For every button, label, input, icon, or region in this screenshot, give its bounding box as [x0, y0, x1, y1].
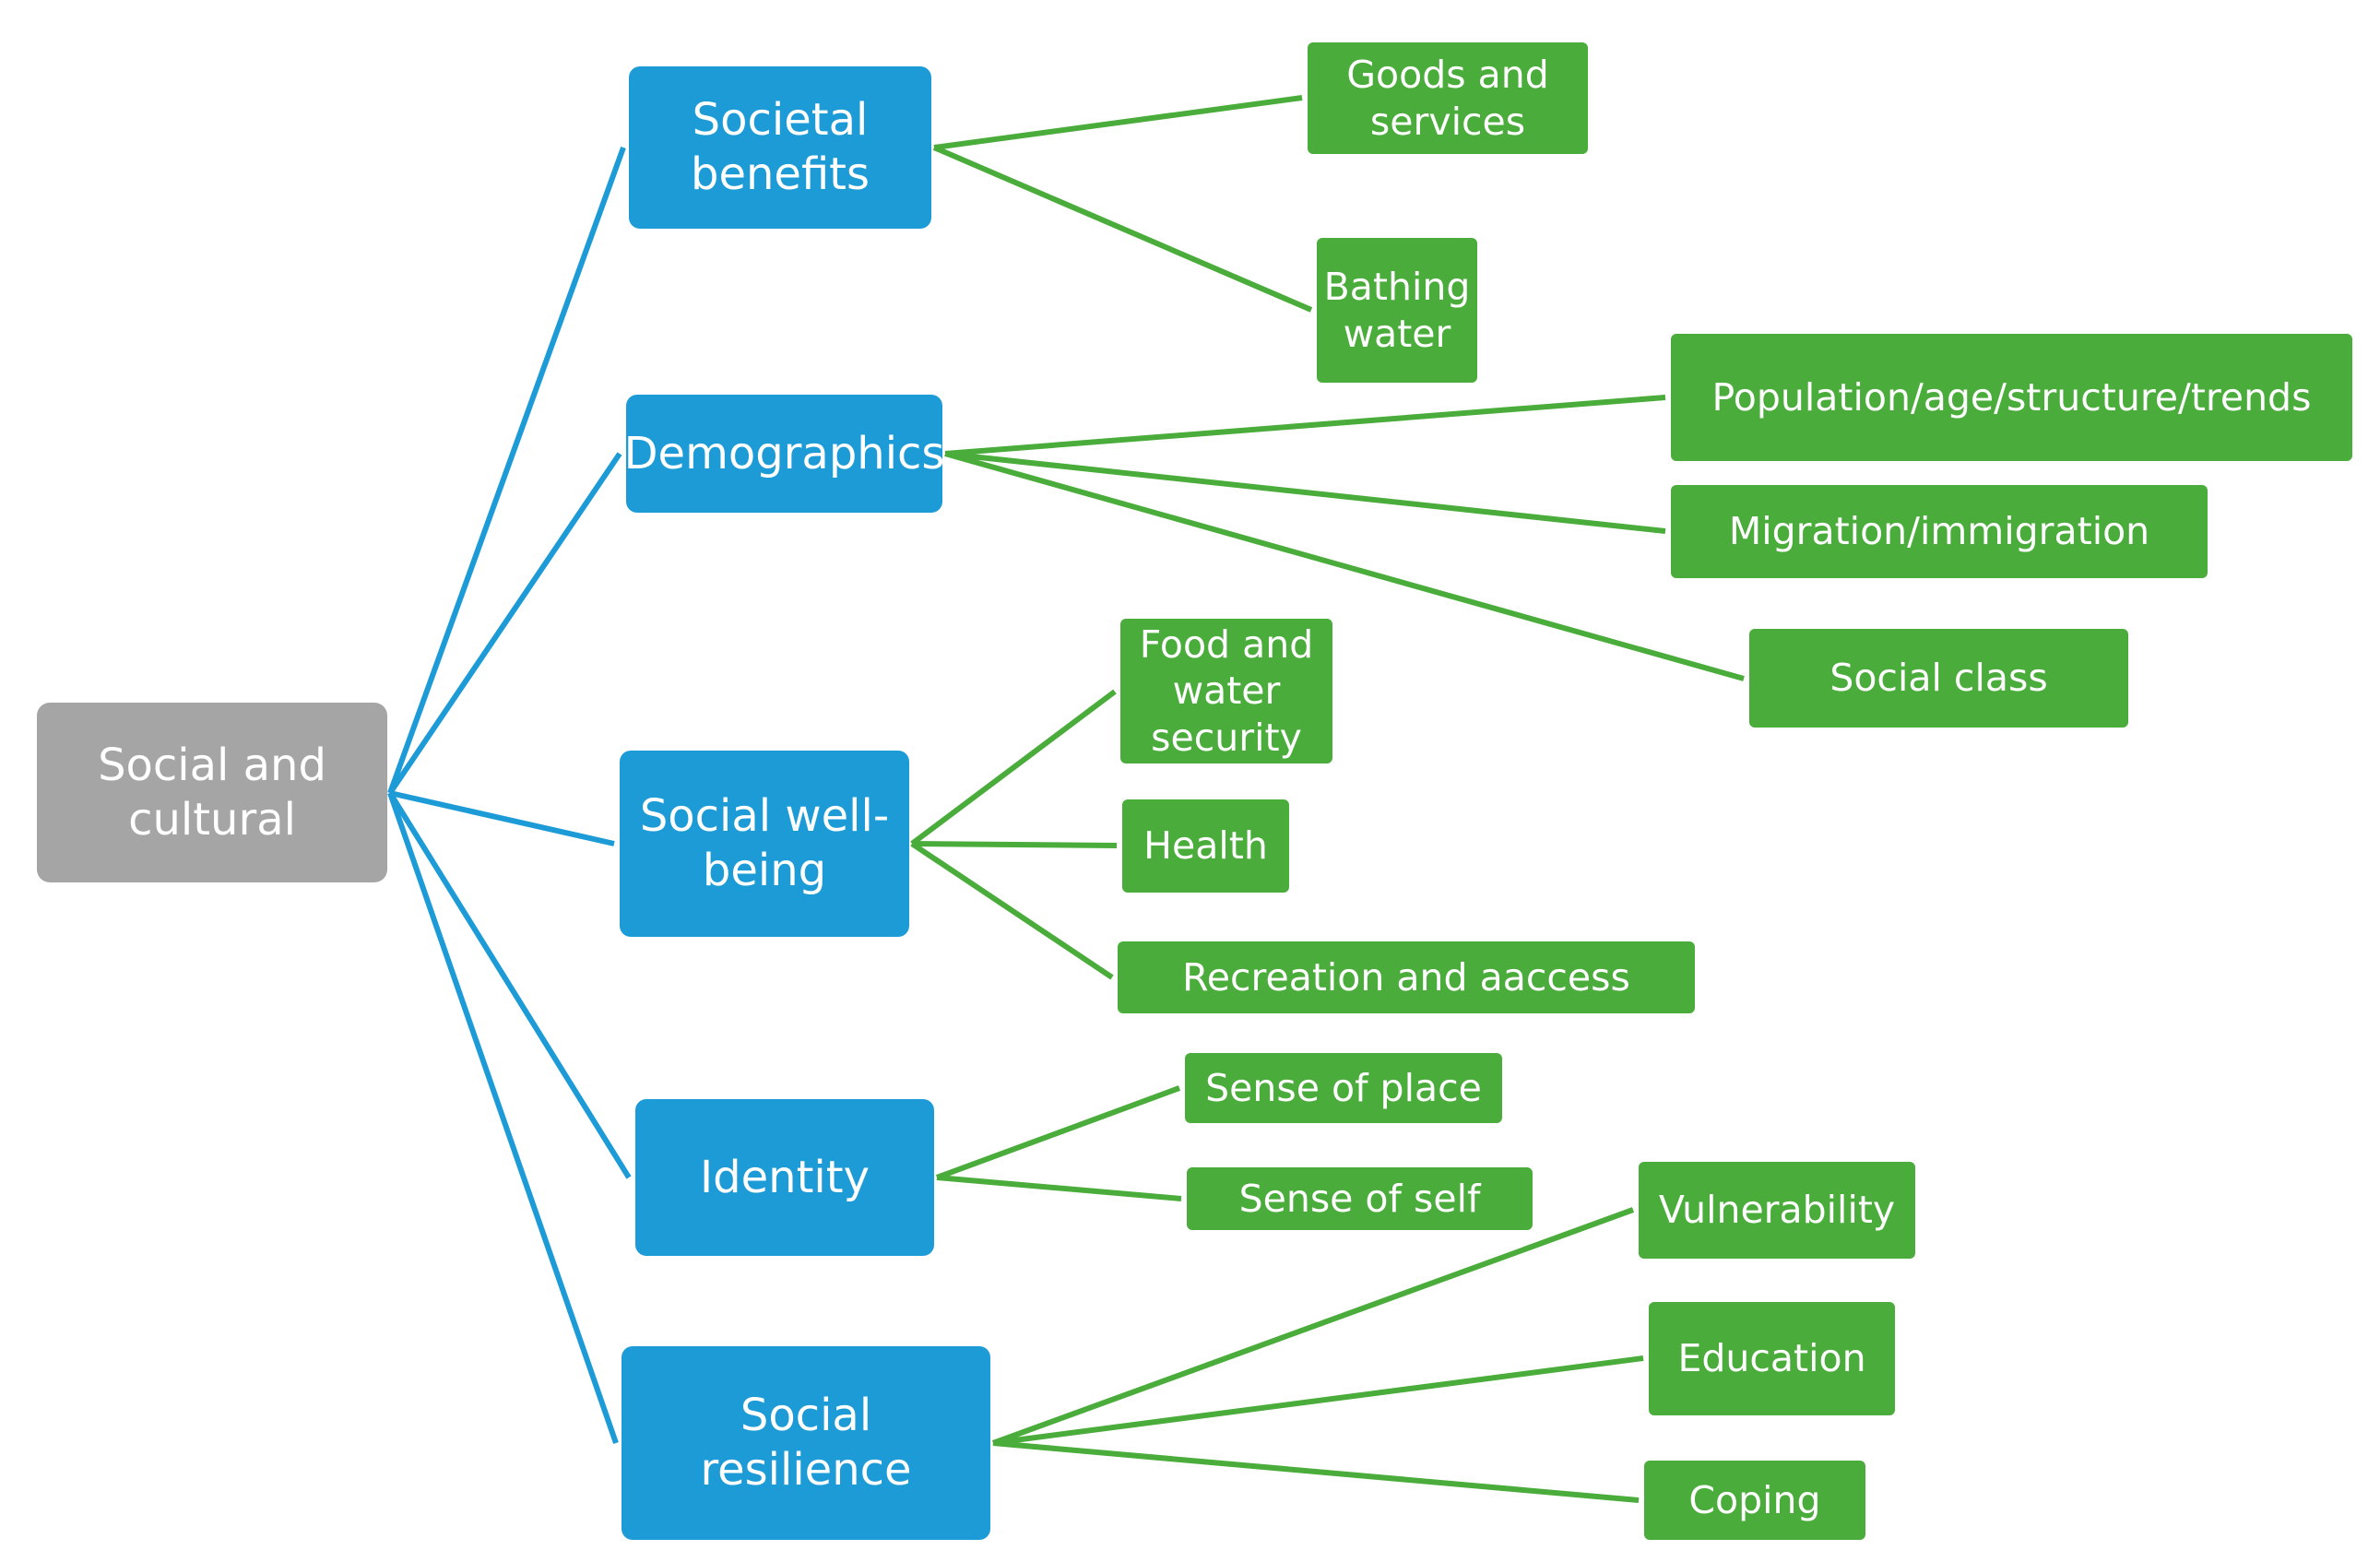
category-label-line: benefits	[690, 148, 870, 200]
leaf-label: Sense of place	[1205, 1065, 1482, 1111]
connector-social-well-being-food-and-water-security	[910, 689, 1117, 846]
connector-social-resilience-education	[992, 1355, 1644, 1446]
leaf-label: Migration/immigration	[1729, 508, 2149, 554]
leaf-label-line: Coping	[1688, 1477, 1821, 1522]
leaf-label: Goods and services	[1346, 52, 1549, 144]
leaf-label-line: Sense of place	[1205, 1065, 1482, 1110]
category-label: Social well- being	[640, 789, 889, 897]
connector-root-demographics	[387, 452, 622, 795]
category-node-identity: Identity	[635, 1099, 934, 1256]
connector-identity-sense-of-place	[935, 1085, 1181, 1180]
connector-root-social-well-being	[389, 790, 615, 846]
leaf-label-line: Health	[1143, 823, 1268, 869]
category-connectors	[387, 146, 632, 1444]
category-label-line: Demographics	[623, 427, 945, 479]
leaf-label-line: Bathing	[1323, 265, 1471, 310]
leaf-label-line: Social class	[1829, 656, 2048, 701]
connector-root-social-resilience	[387, 792, 619, 1444]
category-node-societal-benefits: Societal benefits	[629, 66, 931, 229]
connector-identity-sense-of-self	[936, 1175, 1182, 1201]
category-label-line: Identity	[700, 1151, 870, 1203]
leaf-label: Population/age/structure/trends	[1712, 374, 2312, 420]
category-node-social-well-being: Social well- being	[620, 751, 909, 937]
category-label-line: being	[702, 845, 827, 896]
leaf-node-bathing-water: Bathing water	[1317, 238, 1477, 383]
leaf-node-sense-of-self: Sense of self	[1187, 1167, 1533, 1230]
root-label: Social and cultural	[98, 739, 326, 846]
leaf-label: Health	[1143, 822, 1268, 869]
leaf-label-line: Vulnerability	[1658, 1188, 1896, 1233]
category-label: Demographics	[624, 427, 945, 481]
leaf-node-migration-immigration: Migration/immigration	[1671, 485, 2208, 578]
leaf-label-line: Goods and	[1346, 53, 1549, 98]
leaf-label-line: Migration/immigration	[1728, 509, 2150, 554]
category-label-line: Social resilience	[700, 1390, 912, 1496]
connector-societal-benefits-goods-and-services	[933, 95, 1303, 150]
leaf-label: Sense of self	[1239, 1176, 1481, 1222]
connector-demographics-social-class	[944, 451, 1745, 681]
leaf-label: Coping	[1688, 1477, 1820, 1523]
leaf-label: Bathing water	[1324, 264, 1471, 356]
leaf-node-recreation-and-access: Recreation and aaccess	[1118, 941, 1695, 1013]
category-node-demographics: Demographics	[624, 395, 945, 513]
category-node-social-resilience: Social resilience	[622, 1346, 990, 1540]
connector-root-societal-benefits	[387, 146, 626, 795]
leaf-node-social-class: Social class	[1749, 629, 2128, 728]
connector-root-identity	[387, 791, 632, 1179]
leaf-label-line: Recreation and aaccess	[1182, 954, 1630, 1000]
leaf-label-line: Education	[1677, 1336, 1866, 1381]
leaf-label: Education	[1677, 1335, 1865, 1381]
connector-demographics-population	[944, 395, 1666, 456]
category-label: Societal benefits	[691, 93, 870, 201]
leaf-label-line: Population/age/structure/trends	[1711, 374, 2312, 420]
leaf-label-line: water	[1172, 669, 1281, 714]
root-node-social-and-cultural: Social and cultural	[37, 703, 387, 882]
category-label: Identity	[700, 1151, 870, 1205]
connector-social-well-being-health	[911, 841, 1118, 848]
leaf-label: Food and water security	[1140, 621, 1313, 760]
leaf-label: Recreation and aaccess	[1182, 954, 1630, 1000]
category-label-line: Social well-	[639, 790, 890, 843]
leaf-node-goods-and-services: Goods and services	[1308, 42, 1588, 154]
leaf-node-health: Health	[1122, 799, 1289, 893]
root-label-line: Social and	[98, 739, 326, 791]
leaf-label: Social class	[1829, 655, 2047, 701]
connector-demographics-migration	[944, 451, 1666, 534]
leaf-node-vulnerability: Vulnerability	[1639, 1162, 1915, 1259]
leaf-label-line: Sense of self	[1238, 1176, 1481, 1221]
connector-social-well-being-recreation-and-access	[910, 841, 1114, 980]
leaf-node-education: Education	[1649, 1302, 1895, 1415]
leaf-label-line: security	[1151, 715, 1302, 760]
leaf-label-line: services	[1369, 99, 1526, 144]
leaf-label: Vulnerability	[1659, 1187, 1895, 1233]
connector-societal-benefits-bathing-water	[932, 145, 1313, 313]
connector-social-resilience-coping	[992, 1440, 1640, 1503]
leaf-node-coping: Coping	[1644, 1461, 1865, 1540]
leaf-label-line: Food and	[1139, 622, 1314, 668]
category-label: Social resilience	[631, 1389, 981, 1497]
category-label-line: Societal	[692, 94, 869, 147]
connector-social-resilience-vulnerability	[991, 1207, 1635, 1446]
leaf-node-sense-of-place: Sense of place	[1185, 1053, 1502, 1123]
leaf-connectors	[910, 95, 1745, 1503]
leaf-label-line: water	[1343, 311, 1451, 356]
leaf-node-population-age-structure-trends: Population/age/structure/trends	[1671, 334, 2352, 461]
root-label-line: cultural	[128, 793, 296, 846]
leaf-node-food-and-water-security: Food and water security	[1120, 619, 1332, 763]
